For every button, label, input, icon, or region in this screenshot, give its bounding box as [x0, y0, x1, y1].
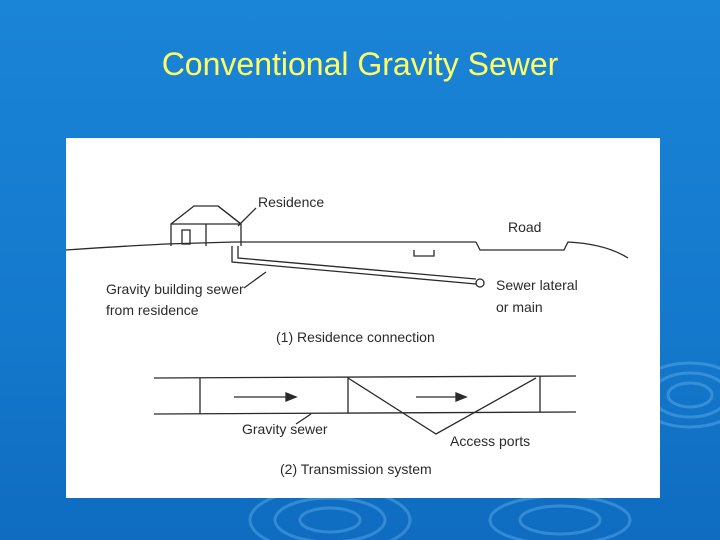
label-gravity-sewer: Gravity sewer	[242, 421, 328, 437]
pipe-top	[153, 375, 577, 379]
label-road: Road	[508, 219, 541, 235]
road-surface	[475, 241, 629, 259]
building-sewer-pipe	[231, 246, 477, 285]
label-building-sewer-1: Gravity building sewer	[106, 281, 244, 297]
label-building-sewer-2: from residence	[106, 302, 199, 318]
slide-title: Conventional Gravity Sewer	[161, 46, 559, 82]
transmission-panel	[153, 375, 577, 435]
sewer-main-circle	[475, 278, 485, 288]
pipe-bottom	[153, 411, 577, 415]
label-access-ports: Access ports	[450, 433, 530, 449]
sewer-diagram: Residence Road Gravity building sewer fr…	[66, 138, 660, 498]
gravity-sewer-leader	[295, 413, 312, 425]
label-sewer-lateral-2: or main	[496, 299, 543, 315]
caption-transmission-system: (2) Transmission system	[280, 461, 432, 477]
residence-leader	[237, 207, 257, 227]
label-residence: Residence	[258, 194, 324, 210]
residence-connection-panel	[66, 205, 629, 289]
caption-residence-connection: (1) Residence connection	[276, 329, 435, 345]
house-icon	[170, 205, 242, 246]
building-sewer-leader	[243, 271, 267, 289]
ground-line	[66, 241, 476, 251]
access-port-leader	[347, 377, 537, 435]
label-sewer-lateral-1: Sewer lateral	[496, 277, 578, 293]
